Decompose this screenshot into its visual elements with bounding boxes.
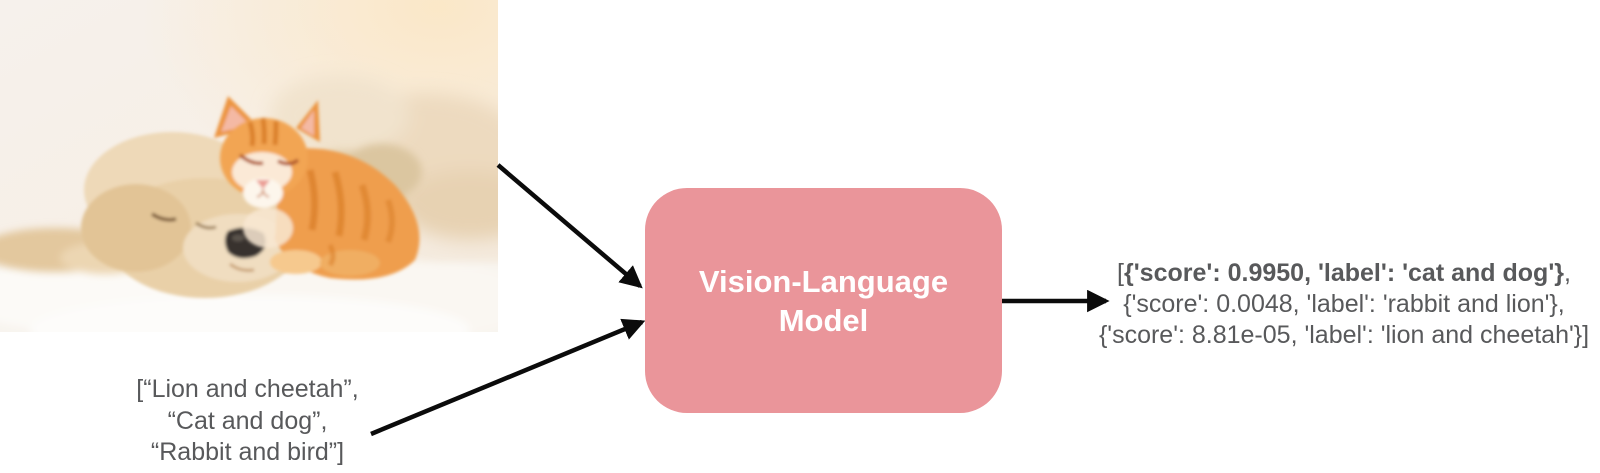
output-line-3: {'score': 8.81e-05, 'label': 'lion and c…: [1098, 321, 1590, 349]
arrow-labels-to-model: [370, 318, 646, 437]
model-label-line2: Model: [778, 302, 869, 338]
candidate-label-line: “Cat and dog”,: [167, 406, 328, 435]
model-label: Vision-Language Model: [699, 262, 948, 340]
output-line-2: {'score': 0.0048, 'label': 'rabbit and l…: [1123, 290, 1565, 318]
candidate-label-line: “Rabbit and bird”]: [150, 438, 345, 466]
model-node: Vision-Language Model: [645, 188, 1002, 413]
candidate-labels-text: [“Lion and cheetah”, “Cat and dog”, “Rab…: [100, 374, 395, 469]
output-line-1: [{'score': 0.9950, 'label': 'cat and dog…: [1088, 258, 1600, 289]
output-line1-suffix: ,: [1564, 259, 1571, 287]
puppy: [81, 132, 303, 298]
pets-photo-illustration: [0, 0, 498, 332]
arrow-image-to-model: [496, 163, 643, 289]
output-result-text: [{'score': 0.9950, 'label': 'cat and dog…: [1088, 258, 1600, 351]
output-line1-prefix: [: [1117, 259, 1124, 287]
model-label-line1: Vision-Language: [698, 263, 949, 299]
kitten: [214, 96, 420, 280]
input-image: [0, 0, 498, 332]
candidate-label-line: [“Lion and cheetah”,: [136, 375, 359, 403]
output-top-score: {'score': 0.9950, 'label': 'cat and dog'…: [1124, 259, 1564, 287]
